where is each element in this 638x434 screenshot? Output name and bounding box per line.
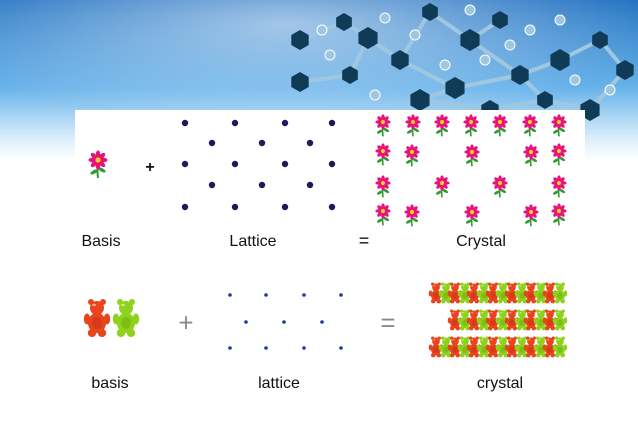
molecule-atom-dark [511, 65, 529, 85]
header-banner [0, 0, 638, 160]
row2-lattice-label: lattice [258, 375, 300, 392]
molecule-atom-dark [342, 66, 358, 84]
row2-basis-label: basis [91, 375, 129, 392]
molecule-atom-dark [550, 49, 570, 71]
molecule-atom-dark [537, 91, 553, 109]
molecule-atom-light [554, 14, 566, 26]
molecule-atom-light [439, 59, 451, 71]
row1-crystal-label: Crystal [456, 233, 506, 250]
row1-equals-symbol: = [358, 230, 370, 251]
molecule-atom-light [479, 54, 491, 66]
molecule-atom-dark [580, 99, 600, 121]
row1-plus-symbol: + [145, 159, 155, 176]
molecule-atom-light [379, 12, 391, 24]
row1-basis-label: Basis [81, 233, 121, 250]
molecule-atom-dark [391, 50, 409, 70]
molecule-atom-dark [460, 29, 480, 51]
molecule-atom-light [569, 74, 581, 86]
molecule-atom-light [504, 39, 516, 51]
molecule-atom-dark [445, 77, 465, 99]
molecule-atom-light [604, 84, 616, 96]
molecule-atom-light [324, 49, 336, 61]
row2-plus-symbol: + [178, 307, 194, 338]
molecule-atom-light [369, 89, 381, 101]
molecule-atom-dark [410, 89, 430, 111]
molecule-atom-light [524, 24, 536, 36]
molecule-bond [418, 98, 492, 112]
molecule-atom-light [464, 4, 476, 16]
molecule-atom-dark [592, 31, 608, 49]
molecule-atom-light [316, 24, 328, 36]
molecule-atom-dark [492, 11, 508, 29]
row2-equals-symbol: = [380, 307, 396, 338]
row2-crystal-label: crystal [476, 375, 524, 392]
molecule-icon [291, 3, 634, 121]
molecule-atom-dark [291, 30, 309, 50]
molecule-atom-dark [422, 3, 438, 21]
molecule-bond [453, 73, 522, 90]
molecule-atom-dark [616, 60, 634, 80]
molecule-atom-dark [336, 13, 352, 31]
molecule-atom-light [409, 29, 421, 41]
molecule-atom-dark [291, 72, 309, 92]
row1-lattice-label: Lattice [229, 233, 277, 250]
molecule-atom-dark [358, 27, 378, 49]
molecule-bond [488, 98, 547, 112]
